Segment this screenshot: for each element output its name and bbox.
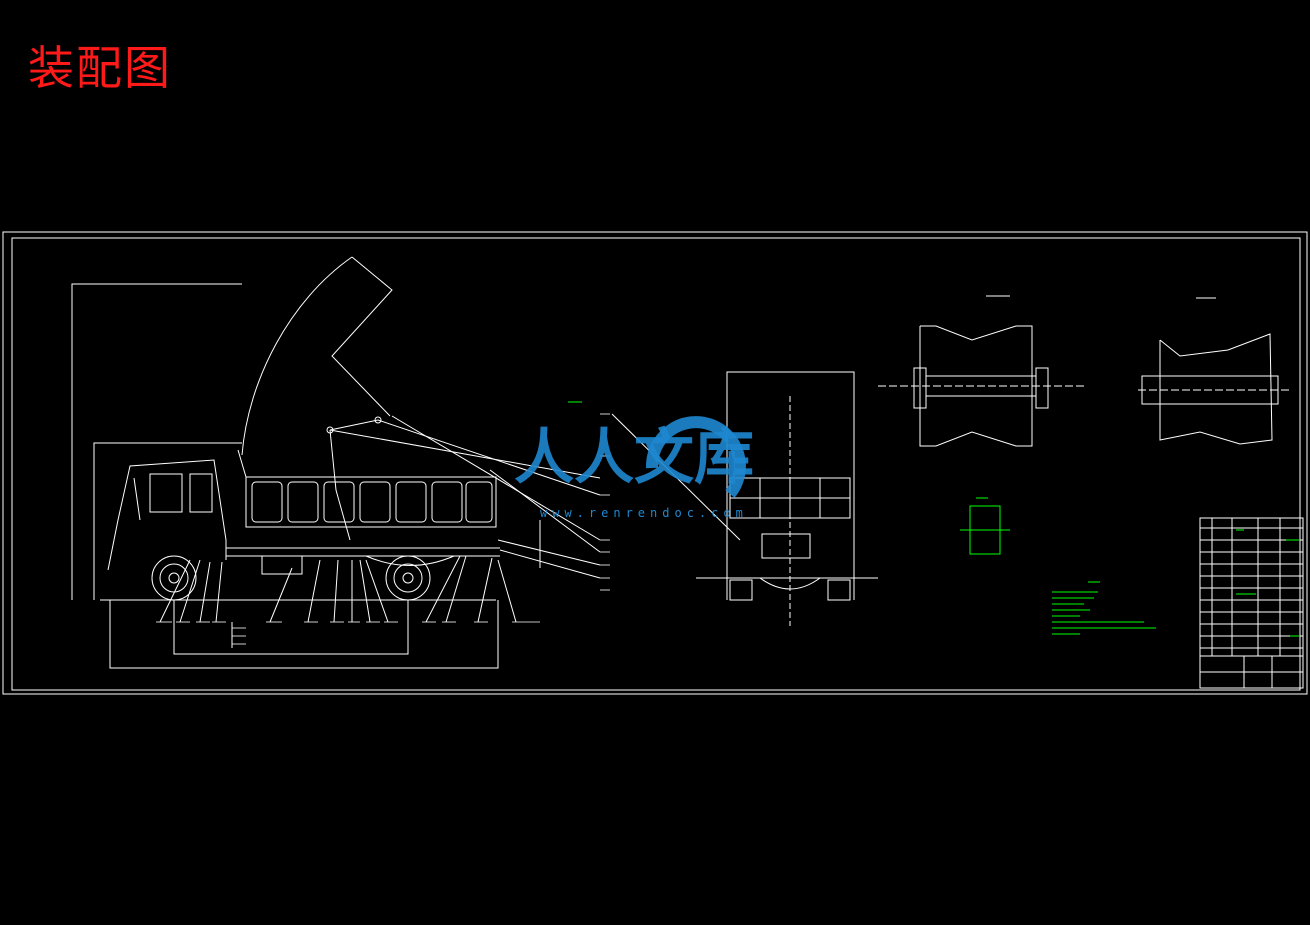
outer-frame bbox=[2, 231, 1308, 695]
parts-list-table bbox=[1199, 517, 1304, 689]
watermark-url: www.renrendoc.com bbox=[540, 506, 748, 520]
section-a-a bbox=[878, 295, 1084, 447]
technical-notes bbox=[1052, 581, 1156, 635]
inner-frame bbox=[11, 237, 1301, 691]
watermark-logo-text: 人人文库 bbox=[514, 423, 754, 493]
page-title: 装配图 bbox=[28, 41, 172, 95]
watermark-logo: 人人文库 bbox=[514, 416, 754, 498]
truck-rear-view bbox=[696, 371, 878, 626]
truck-side-view bbox=[71, 256, 741, 669]
section-b-b bbox=[1138, 297, 1290, 445]
